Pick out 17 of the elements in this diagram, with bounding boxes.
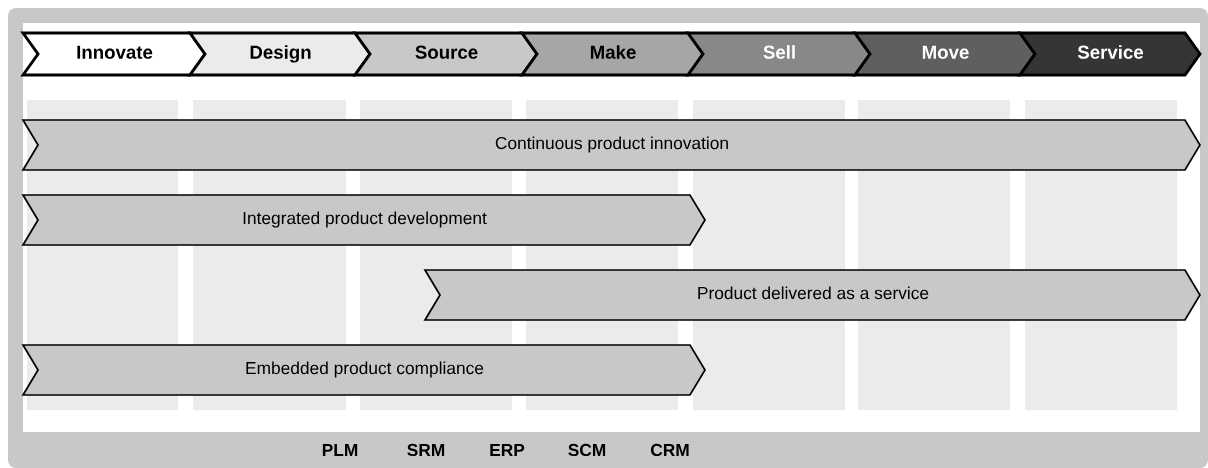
stage-box: Design xyxy=(187,31,372,77)
system-label: SRM xyxy=(407,443,445,457)
stage-box: Move xyxy=(852,31,1037,77)
stage-box: Source xyxy=(352,31,539,77)
system-label: CRM xyxy=(651,443,689,457)
stage-box: Innovate xyxy=(20,31,207,77)
phase-band: Embedded product compliance xyxy=(21,344,706,396)
system-label: ERP xyxy=(490,444,525,456)
phase-band: Product delivered as a service xyxy=(423,269,1201,321)
stage-box: Sell xyxy=(685,31,872,77)
node-label: Continuous product innovation xyxy=(495,136,728,153)
system-label: PLM xyxy=(322,444,358,456)
stage-box: Make xyxy=(519,31,705,77)
phase-band: Continuous product innovation xyxy=(21,119,1201,171)
phase-band: Integrated product development xyxy=(21,194,706,246)
stage-box: Service xyxy=(1017,31,1202,77)
system-label: SCM xyxy=(568,443,606,457)
